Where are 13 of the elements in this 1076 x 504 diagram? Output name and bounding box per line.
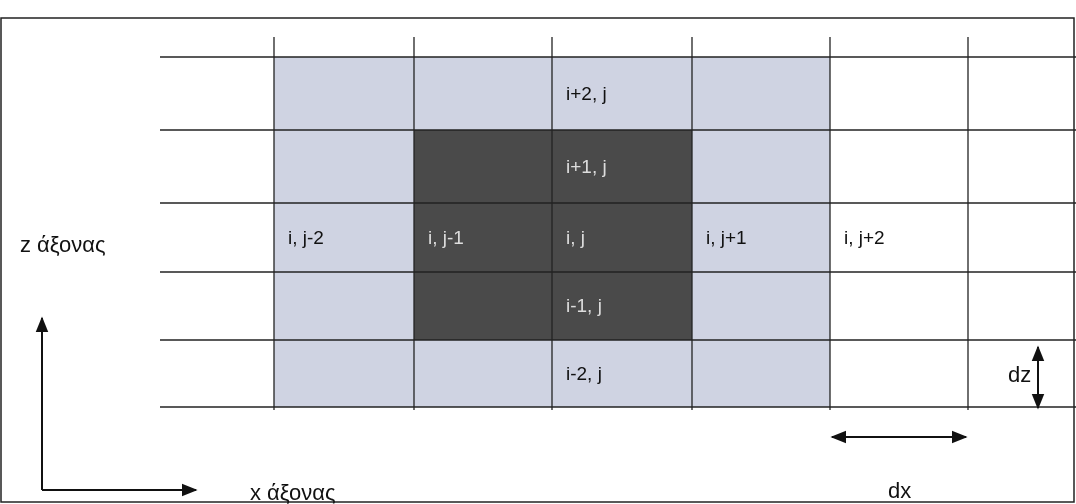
- grid-cell: i-1, j: [552, 272, 692, 340]
- axis-label: x άξονας: [250, 480, 336, 504]
- grid-cell: i, j: [552, 203, 692, 272]
- dimension-label: dx: [888, 478, 912, 504]
- grid-cell: i+1, j: [552, 130, 692, 203]
- axis-label: z άξονας: [20, 232, 106, 258]
- dimension-label: dz: [1008, 362, 1032, 388]
- grid-cell: i, j-2: [274, 203, 414, 272]
- grid-cell: i, j-1: [414, 203, 552, 272]
- grid-cell: i, j+2: [830, 203, 968, 272]
- grid-cell: i, j+1: [692, 203, 830, 272]
- grid-cell: i-2, j: [552, 340, 692, 407]
- grid-cell: i+2, j: [552, 57, 692, 130]
